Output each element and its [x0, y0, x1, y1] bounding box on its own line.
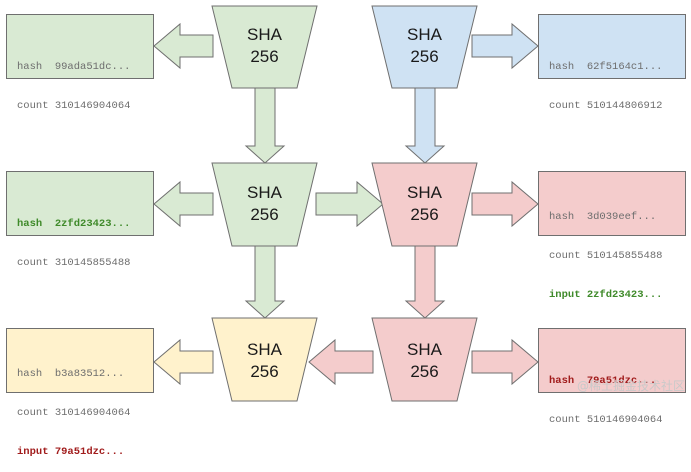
arrow-right-row3: [471, 338, 539, 386]
box-value: 2zfd23423...: [54, 218, 131, 230]
box-key: count: [17, 100, 49, 112]
arrow-right-row1: [471, 22, 539, 70]
box-key: count: [17, 257, 49, 269]
box-line-hash: hash 2zfd23423...: [17, 218, 153, 231]
box-key: hash: [549, 61, 575, 73]
hasher-label-bottom-right: SHA 256: [392, 339, 457, 383]
hasher-shape-mid-left: [211, 162, 318, 247]
hasher-label-mid-left: SHA 256: [232, 182, 297, 226]
arrow-left-row3: [153, 338, 214, 386]
arrow-down-green-col-1: [244, 87, 286, 164]
box-key: count: [549, 100, 581, 112]
box-value: 310146904064: [54, 100, 131, 112]
hasher-label-line1: SHA: [247, 25, 282, 44]
box-key: hash: [17, 61, 43, 73]
box-key: hash: [17, 218, 43, 230]
box-line-input: input 2zfd23423...: [549, 289, 685, 302]
box-line-hash: hash 62f5164c1...: [549, 61, 685, 74]
watermark: @稀土掘金技术社区: [576, 379, 685, 393]
box-key: count: [549, 414, 581, 426]
arrow-green-to-red-row2: [315, 180, 384, 228]
hasher-label-top-left: SHA 256: [232, 24, 297, 68]
box-value: b3a83512...: [54, 368, 125, 380]
diagram-canvas: [153, 5, 539, 402]
hasher-label-line1: SHA: [407, 183, 442, 202]
box-value: 2zfd23423...: [586, 289, 663, 301]
state-box-top-right: hash 62f5164c1... count 510144806912: [538, 14, 686, 112]
arrow-down-green-col-2: [244, 245, 286, 319]
arrow-down-red-col: [404, 245, 446, 319]
hasher-shape-bottom-right: [371, 317, 478, 402]
box-line-count: count 510146904064: [549, 414, 685, 427]
box-line-hash: hash 79a51dzc...: [549, 375, 685, 388]
hasher-label-line2: 256: [410, 362, 439, 381]
hasher-label-bottom-left: SHA 256: [232, 339, 297, 383]
box-line-hash: hash b3a83512...: [17, 368, 153, 381]
box-value: 79a51dzc...: [54, 446, 125, 458]
box-value: 310146904064: [54, 407, 131, 419]
box-key: hash: [549, 211, 575, 223]
box-key: hash: [17, 368, 43, 380]
hasher-label-line2: 256: [250, 362, 279, 381]
box-value: 3d039eef...: [586, 211, 657, 223]
box-value: 99ada51dc...: [54, 61, 131, 73]
box-line-count: count 310146904064: [17, 407, 153, 420]
arrow-left-row2: [153, 180, 214, 228]
box-line-count: count 310145855488: [17, 257, 153, 270]
hasher-label-top-right: SHA 256: [392, 24, 457, 68]
box-value: 510145855488: [586, 250, 663, 262]
hasher-label-line2: 256: [250, 47, 279, 66]
arrow-left-row1: [153, 22, 214, 70]
box-value: 510146904064: [586, 414, 663, 426]
hasher-label-line2: 256: [410, 47, 439, 66]
hasher-label-line2: 256: [410, 205, 439, 224]
hasher-label-line1: SHA: [247, 340, 282, 359]
box-line-hash: hash 99ada51dc...: [17, 61, 153, 74]
box-line-hash: hash 3d039eef...: [549, 211, 685, 224]
hasher-label-line1: SHA: [247, 183, 282, 202]
box-line-count: count 510144806912: [549, 100, 685, 113]
hasher-label-line1: SHA: [407, 340, 442, 359]
arrow-right-row2: [471, 180, 539, 228]
arrow-red-to-yellow-row3: [308, 338, 374, 386]
state-box-bottom-left: hash b3a83512... count 310146904064 inpu…: [6, 328, 154, 458]
state-box-mid-right: hash 3d039eef... count 510145855488 inpu…: [538, 171, 686, 301]
box-key: count: [17, 407, 49, 419]
box-value: 79a51dzc...: [586, 375, 657, 387]
arrow-down-blue-col: [404, 87, 446, 164]
hasher-shape-top-right: [371, 5, 478, 89]
hasher-shape-mid-right: [371, 162, 478, 247]
box-line-input: input 79a51dzc...: [17, 446, 153, 459]
box-value: 62f5164c1...: [586, 61, 663, 73]
state-box-top-left: hash 99ada51dc... count 310146904064: [6, 14, 154, 112]
state-box-mid-left: hash 2zfd23423... count 310145855488: [6, 171, 154, 269]
hasher-label-mid-right: SHA 256: [392, 182, 457, 226]
box-value: 510144806912: [586, 100, 663, 112]
box-key: input: [549, 289, 581, 301]
hasher-shape-bottom-left: [211, 317, 318, 402]
box-value: 310145855488: [54, 257, 131, 269]
box-line-count: count 510145855488: [549, 250, 685, 263]
box-key: input: [17, 446, 49, 458]
hasher-label-line2: 256: [250, 205, 279, 224]
box-line-count: count 310146904064: [17, 100, 153, 113]
hasher-label-line1: SHA: [407, 25, 442, 44]
box-key: hash: [549, 375, 575, 387]
hasher-shape-top-left: [211, 5, 318, 89]
box-key: count: [549, 250, 581, 262]
